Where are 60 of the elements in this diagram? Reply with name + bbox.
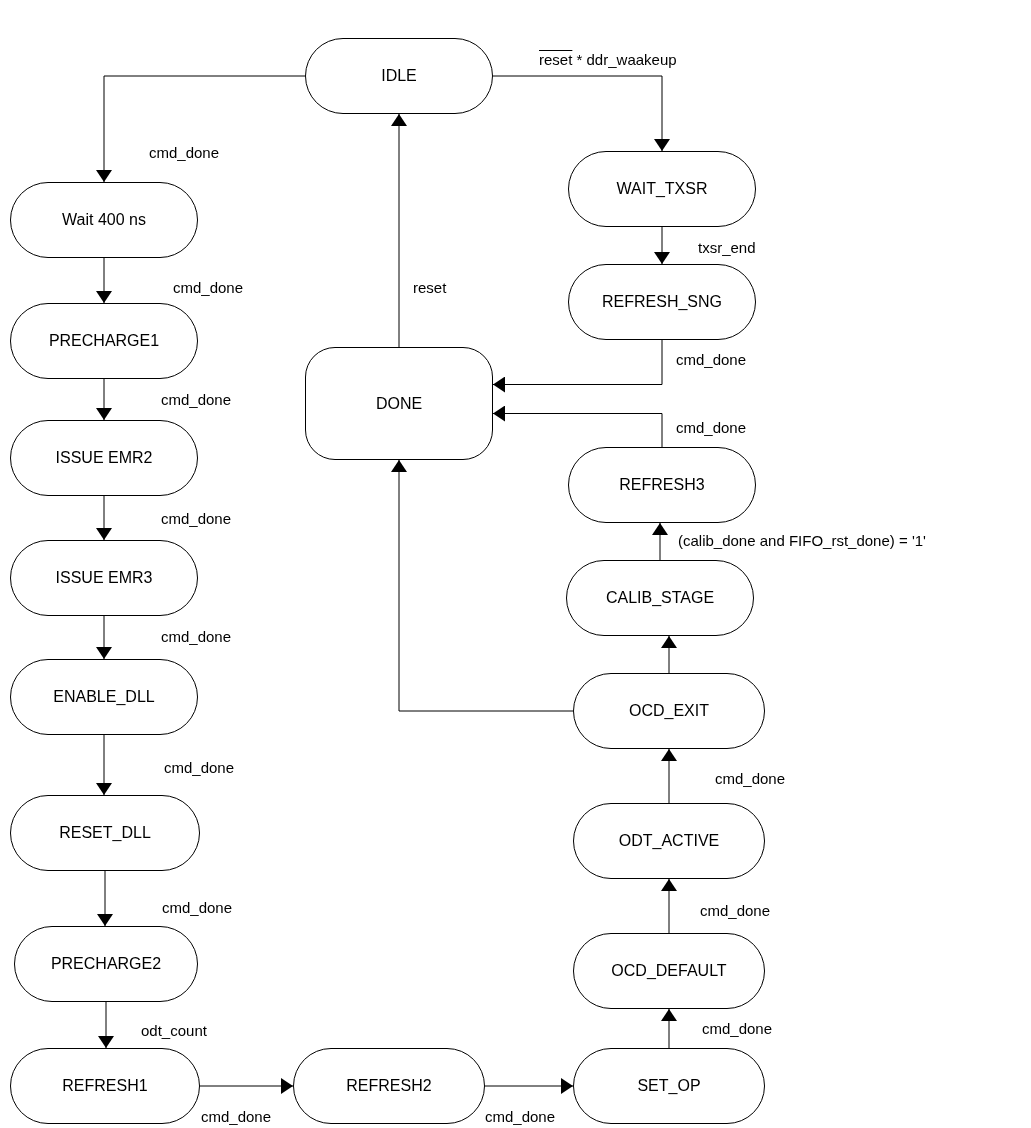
edge-label: cmd_done <box>160 391 233 409</box>
arrow <box>661 1008 677 1049</box>
state-name: PRECHARGE2 <box>50 955 162 973</box>
state-name: WAIT_TXSR <box>616 180 708 198</box>
edge-label: cmd_done <box>160 510 233 528</box>
state-name: PRECHARGE1 <box>48 332 160 350</box>
edge-label: reset * ddr_waakeup <box>538 51 678 69</box>
edge-label: cmd_done <box>163 759 236 777</box>
state-name: REFRESH1 <box>62 1077 148 1095</box>
state-name: RESET_DLL <box>59 824 151 842</box>
edge-label: cmd_done <box>714 770 787 788</box>
arrow <box>492 405 663 448</box>
edge-label: cmd_done <box>160 628 233 646</box>
edge-label: cmd_done <box>484 1108 557 1126</box>
arrow <box>96 495 112 541</box>
state-name: OCD_DEFAULT <box>611 962 727 980</box>
state-name: REFRESH3 <box>619 476 705 494</box>
arrow <box>661 878 677 934</box>
arrow <box>484 1078 574 1094</box>
arrow <box>391 113 407 348</box>
arrow <box>661 748 677 804</box>
state-name: CALIB_STAGE <box>605 589 715 607</box>
edge-label: cmd_done <box>701 1020 774 1038</box>
arrow <box>492 75 670 152</box>
arrow <box>199 1078 294 1094</box>
arrow <box>96 734 112 796</box>
edge-label: (calib_done and FIFO_rst_done) = '1' <box>677 532 927 550</box>
state-name: ODT_ACTIVE <box>618 832 720 850</box>
edge-label: txsr_end <box>697 239 757 257</box>
edge-label: cmd_done <box>699 902 772 920</box>
state-name: Wait 400 ns <box>62 211 146 229</box>
arrow <box>654 226 670 265</box>
edge-label: cmd_done <box>675 419 748 437</box>
state-name: ENABLE_DLL <box>53 688 155 706</box>
state-name: ISSUE EMR2 <box>55 449 153 467</box>
state-name: IDLE <box>381 67 417 85</box>
state-name: ISSUE EMR3 <box>55 569 153 587</box>
arrow <box>97 870 113 927</box>
state-name: SET_OP <box>637 1077 701 1095</box>
edge-label: cmd_done <box>148 144 221 162</box>
edge-label: odt_count <box>140 1022 208 1040</box>
edge-label: cmd_done <box>200 1108 273 1126</box>
arrow <box>96 75 306 183</box>
rounded-state-box <box>305 347 493 460</box>
arrow <box>652 522 668 561</box>
edge-label: cmd_done <box>675 351 748 369</box>
state-name: REFRESH2 <box>346 1077 432 1095</box>
arrow <box>661 635 677 674</box>
state-name: REFRESH_SNG <box>602 293 722 311</box>
arrow <box>96 615 112 660</box>
arrow <box>96 378 112 421</box>
edge-label: cmd_done <box>161 899 234 917</box>
arrow <box>98 1001 114 1049</box>
arrow <box>96 257 112 304</box>
edge-label: reset <box>412 279 448 297</box>
state-name: OCD_EXIT <box>629 702 709 720</box>
arrow <box>391 459 574 712</box>
state-name: DONE <box>375 394 423 413</box>
arrow <box>492 339 663 393</box>
edge-label: cmd_done <box>172 279 245 297</box>
